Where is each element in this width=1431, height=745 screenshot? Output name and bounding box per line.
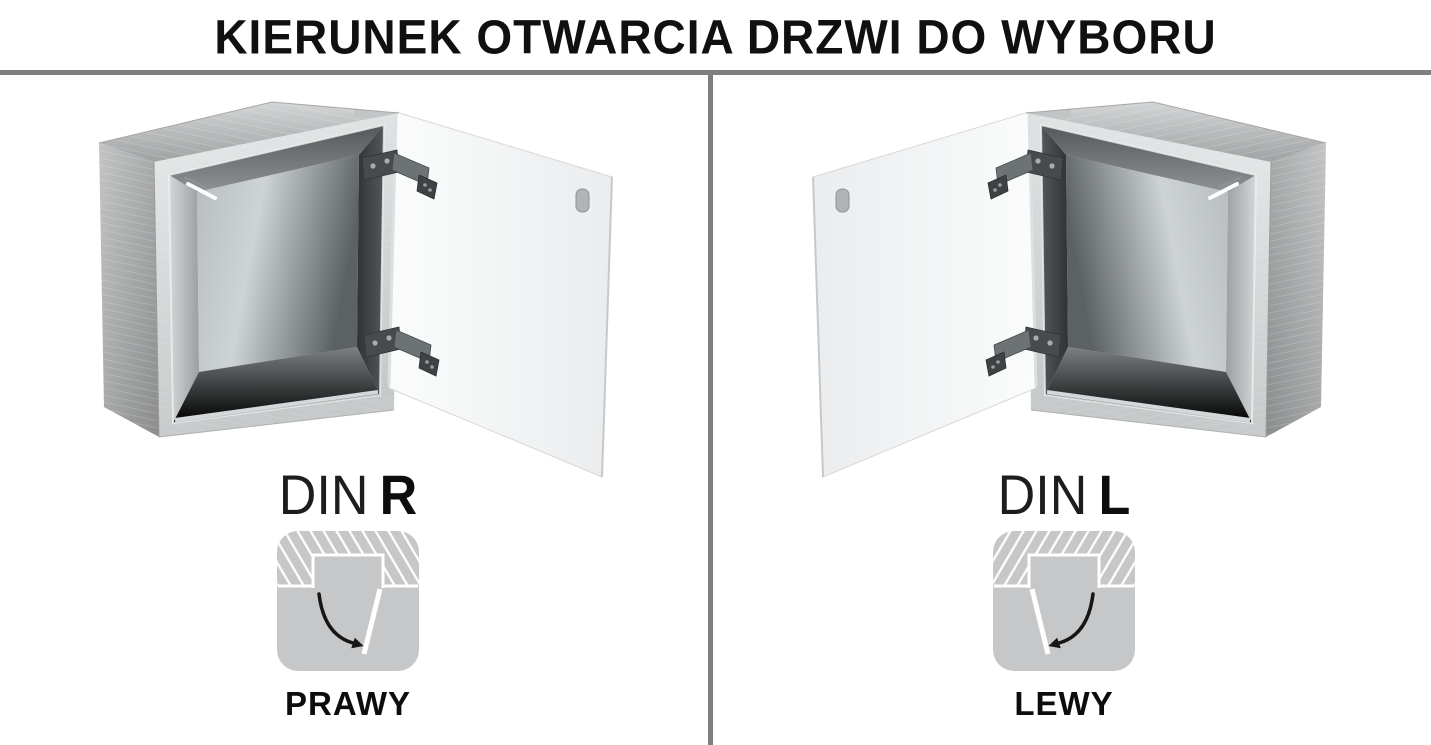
cabinet-illustration-right-hinged bbox=[74, 85, 634, 485]
direction-label-right: PRAWY bbox=[284, 685, 411, 722]
direction-label-left: LEWY bbox=[1014, 685, 1114, 722]
cabinet-illustration-left-hinged bbox=[791, 85, 1351, 485]
din-prefix: DIN bbox=[997, 463, 1088, 526]
door-swing-left-icon bbox=[993, 531, 1135, 671]
din-letter: R bbox=[379, 463, 418, 526]
door-swing-right-icon bbox=[277, 531, 419, 671]
din-letter: L bbox=[1098, 463, 1131, 526]
din-prefix: DIN bbox=[278, 463, 369, 526]
horizontal-divider bbox=[0, 70, 1431, 75]
vertical-divider bbox=[708, 75, 713, 745]
page-title: KIERUNEK OTWARCIA DRZWI DO WYBORU bbox=[214, 9, 1217, 64]
